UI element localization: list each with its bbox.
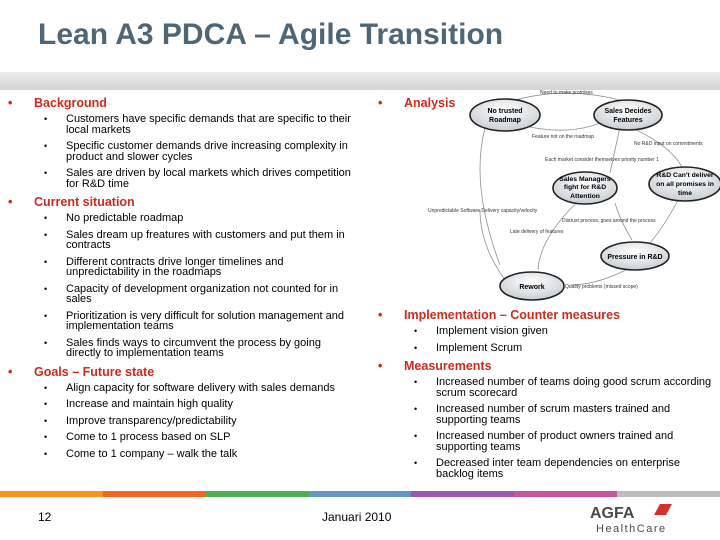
label-not-roadmap: Feature not on the roadmap xyxy=(532,134,594,140)
footer-segment xyxy=(102,491,206,497)
logo-sub: HealthCare xyxy=(596,523,667,535)
list-item: •Sales dream up freatures with customers… xyxy=(44,228,345,251)
left-column: •Background •Customers have specific dem… xyxy=(8,96,358,465)
label-unpredictable: Unpredictable Software Delivery capacity… xyxy=(428,208,538,214)
label-late-delivery: Late delivery of features xyxy=(510,229,564,235)
list-item: •Increased number of product owners trai… xyxy=(414,430,674,453)
list-item: •Increase and maintain high quality xyxy=(44,398,233,410)
list-item: •Align capacity for software delivery wi… xyxy=(44,381,336,394)
list-item: •Implement Scrum xyxy=(414,341,523,354)
footer-date: Januari 2010 xyxy=(322,510,392,524)
list-item: •Come to 1 process based on SLP xyxy=(44,431,231,443)
agfa-healthcare-logo: AGFA HealthCare xyxy=(590,504,672,535)
right-column-lower: •Implementation – Counter measures •Impl… xyxy=(378,308,718,485)
label-no-input: No R&D input on commitments xyxy=(634,141,703,147)
footer-segment xyxy=(514,491,618,497)
svg-text:time: time xyxy=(678,190,692,197)
label-quality: Quality problems (missed scope) xyxy=(565,284,638,290)
logo-rhombus-icon xyxy=(654,504,672,515)
list-item: •Sales are driven by local markets which… xyxy=(44,167,351,190)
label-each-market: Each market consider themselves priority… xyxy=(545,157,659,163)
node-roadmap: No trusted Roadmap xyxy=(469,98,541,132)
footer-segment xyxy=(0,491,103,497)
edge-not-roadmap xyxy=(529,122,601,131)
list-item: •Increased number of teams doing good sc… xyxy=(414,376,712,399)
list-item: •Increased number of scrum masters train… xyxy=(414,403,671,426)
list-item: •Improve transparency/predictability xyxy=(44,414,237,427)
header-band xyxy=(0,72,720,90)
node-pressure: Pressure in R&D xyxy=(600,241,670,271)
edge-sales-managers xyxy=(609,126,621,174)
section-goals: •Goals – Future state xyxy=(8,364,155,379)
list-item: •Come to 1 company – walk the talk xyxy=(44,447,238,460)
node-sales-decides: Sales Decides Features xyxy=(593,99,663,131)
list-item: •Capacity of development organization no… xyxy=(44,282,339,305)
footer-segment xyxy=(205,491,309,497)
footer-segment xyxy=(308,491,412,497)
page-title: Lean A3 PDCA – Agile Transition xyxy=(38,18,504,51)
section-current-situation: •Current situation xyxy=(8,195,135,209)
list-item: •Sales finds ways to circumvent the proc… xyxy=(44,336,321,359)
list-item: •Implement vision given xyxy=(414,325,548,337)
node-rnd-cant-deliver: R&D Can't deliver on all promises in tim… xyxy=(648,166,720,202)
list-item: •Customers have specific demands that ar… xyxy=(44,113,351,136)
footer-color-bar xyxy=(0,491,720,497)
page-number: 12 xyxy=(38,510,52,524)
svg-text:Attention: Attention xyxy=(570,193,600,200)
footer-segment xyxy=(617,491,720,497)
svg-text:No trusted: No trusted xyxy=(488,108,523,115)
section-measurements: •Measurements xyxy=(378,359,492,373)
svg-text:Roadmap: Roadmap xyxy=(489,117,521,124)
right-column: •Analysis xyxy=(378,96,718,114)
list-item: •No predictable roadmap xyxy=(44,212,184,224)
analysis-diagram: No trusted Roadmap Sales Decides Feature… xyxy=(428,90,720,301)
edge-managers-distrust xyxy=(614,202,633,241)
edge-sales-input xyxy=(629,126,683,168)
section-background: •Background xyxy=(8,96,107,110)
list-item: •Specific customer demands drive increas… xyxy=(44,140,348,163)
svg-text:R&D Can't deliver: R&D Can't deliver xyxy=(656,172,713,179)
svg-text:Rework: Rework xyxy=(519,284,544,291)
node-rework: Rework xyxy=(499,271,565,301)
label-distrust: Distrust process, goes around the proces… xyxy=(562,218,656,224)
edge-deliver-pressure xyxy=(649,199,679,244)
svg-text:fight for R&D: fight for R&D xyxy=(564,184,606,191)
svg-text:Pressure in R&D: Pressure in R&D xyxy=(607,254,662,261)
svg-text:on all promises in: on all promises in xyxy=(656,181,714,188)
logo-brand: AGFA xyxy=(590,505,635,522)
label-need-promises: Need to make promises xyxy=(540,90,593,96)
section-implementation: •Implementation – Counter measures xyxy=(378,308,621,322)
edge-rework-unpredictable xyxy=(479,209,506,281)
footer-segment xyxy=(411,491,515,497)
list-item: •Prioritization is very difficult for so… xyxy=(44,309,344,332)
list-item: •Different contracts drive longer timeli… xyxy=(44,255,284,278)
svg-text:Features: Features xyxy=(613,117,642,124)
section-analysis: •Analysis xyxy=(378,96,456,110)
edge-roadmap-unpredictable xyxy=(479,127,501,266)
list-item: •Decreased inter team dependencies on en… xyxy=(414,457,680,480)
node-sales-managers: Sales Managers fight for R&D Attention xyxy=(552,171,618,205)
svg-text:Sales Managers: Sales Managers xyxy=(559,176,611,183)
svg-text:Sales Decides: Sales Decides xyxy=(604,108,651,115)
